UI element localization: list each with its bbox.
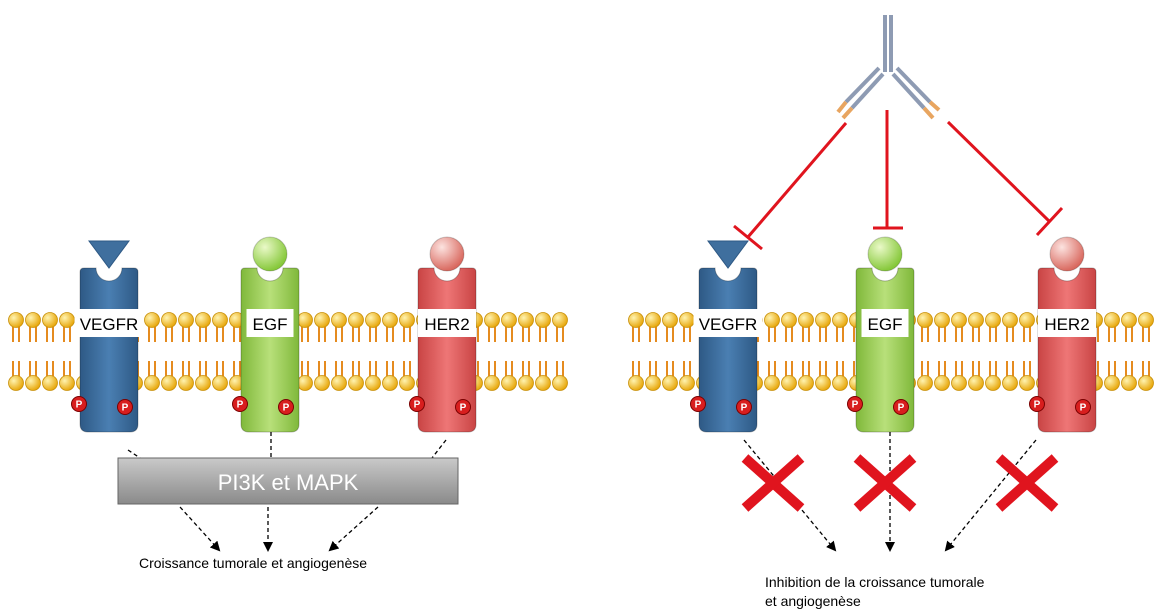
ligand-triangle xyxy=(707,240,749,269)
receptor-egf: EGF P P xyxy=(847,236,915,433)
phosphate-icon: P xyxy=(1029,396,1045,412)
phosphate-icon: P xyxy=(278,399,294,415)
receptor-label: HER2 xyxy=(424,315,469,334)
phosphate-icon: P xyxy=(690,396,706,412)
svg-text:P: P xyxy=(1034,400,1041,411)
phosphate-icon: P xyxy=(736,399,752,415)
outcome-right-line2: et angiogenèse xyxy=(765,593,861,609)
svg-text:P: P xyxy=(852,400,859,411)
phosphate-icon: P xyxy=(117,399,133,415)
phosphate-icon: P xyxy=(893,399,909,415)
receptor-vegfr: VEGFR P P xyxy=(690,240,763,433)
phosphate-icon: P xyxy=(409,396,425,412)
outcome-arrows-left xyxy=(179,506,379,552)
block-crosses xyxy=(741,454,1059,512)
svg-text:P: P xyxy=(460,403,467,414)
svg-text:P: P xyxy=(76,400,83,411)
ligand-triangle xyxy=(88,240,130,269)
block-x-icon xyxy=(853,454,917,512)
receptor-label: EGF xyxy=(868,315,903,334)
svg-text:P: P xyxy=(237,400,244,411)
receptor-label: VEGFR xyxy=(80,315,139,334)
phosphate-icon: P xyxy=(1075,399,1091,415)
svg-text:P: P xyxy=(122,403,129,414)
pathway-box: PI3K et MAPK xyxy=(117,457,459,505)
receptor-egf: EGF P P xyxy=(232,236,300,433)
receptor-label: VEGFR xyxy=(699,315,758,334)
antibody-icon xyxy=(836,15,941,120)
block-x-icon xyxy=(995,454,1059,512)
block-x-icon xyxy=(741,454,805,512)
ligand-ball xyxy=(252,236,288,272)
receptor-label: EGF xyxy=(253,315,288,334)
receptor-label: HER2 xyxy=(1044,315,1089,334)
pathway-box-label: PI3K et MAPK xyxy=(218,470,359,495)
svg-text:P: P xyxy=(741,403,748,414)
ligand-ball xyxy=(1049,236,1085,272)
outcome-right-line1: Inhibition de la croissance tumorale xyxy=(765,574,985,590)
svg-text:P: P xyxy=(414,400,421,411)
inhibition-lines xyxy=(733,110,1064,251)
outcome-left: Croissance tumorale et angiogenèse xyxy=(139,555,367,571)
pathway-connectors xyxy=(127,432,447,459)
ligand-ball xyxy=(429,236,465,272)
phosphate-icon: P xyxy=(232,396,248,412)
receptor-vegfr: VEGFR P P xyxy=(71,240,144,433)
svg-text:P: P xyxy=(283,403,290,414)
svg-text:P: P xyxy=(1080,403,1087,414)
phosphate-icon: P xyxy=(847,396,863,412)
svg-text:P: P xyxy=(695,400,702,411)
phosphate-icon: P xyxy=(71,396,87,412)
phosphate-icon: P xyxy=(455,399,471,415)
ligand-ball xyxy=(867,236,903,272)
svg-text:P: P xyxy=(898,403,905,414)
